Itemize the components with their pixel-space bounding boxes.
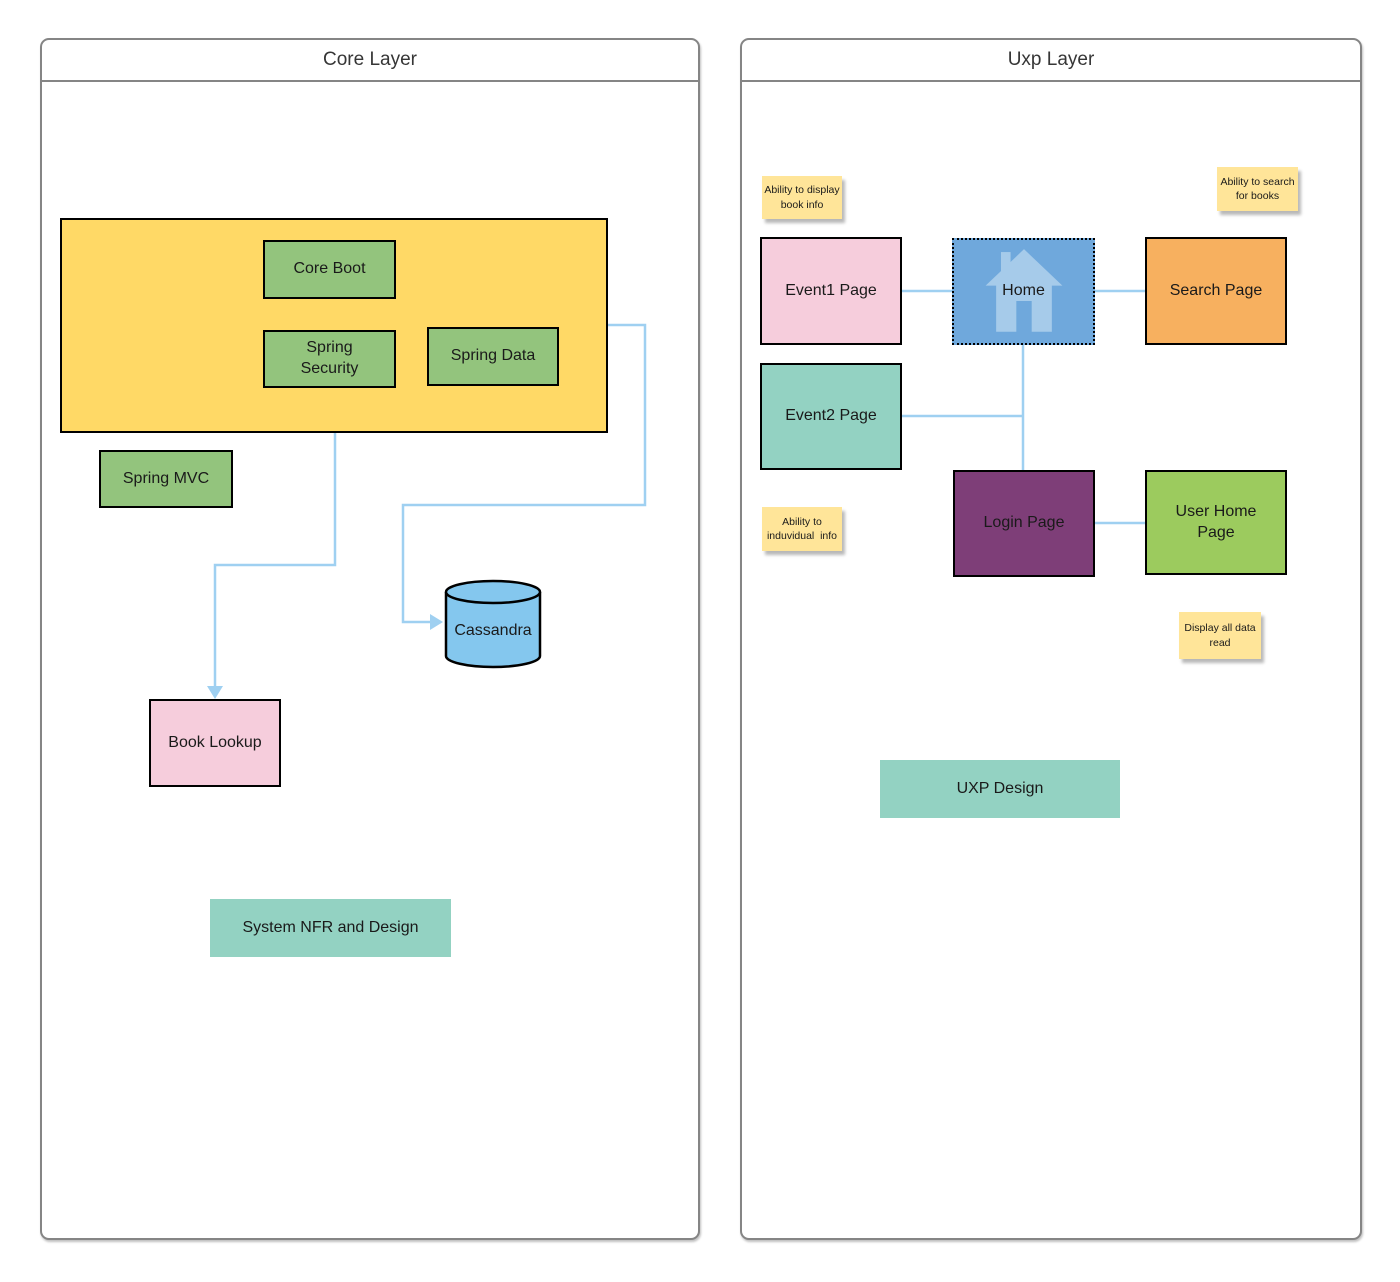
panel-core-layer-title: Core Layer — [323, 49, 417, 70]
node-spring-mvc-label: Spring MVC — [122, 469, 210, 487]
node-home[interactable]: Home — [952, 238, 1095, 345]
node-spring-data[interactable]: Spring Data — [427, 327, 559, 386]
node-spring-security[interactable]: Spring Security — [263, 330, 396, 388]
node-system-nfr-design[interactable]: System NFR and Design — [210, 899, 451, 957]
node-core-boot-label: Core Boot — [293, 260, 366, 278]
node-uxp-design[interactable]: UXP Design — [880, 760, 1120, 818]
node-home-label: Home — [1002, 282, 1045, 300]
sticky-display-all-data-read-text: Display all data read — [1184, 622, 1259, 649]
node-event2-page-label: Event2 Page — [785, 407, 877, 425]
sticky-display-book-info[interactable]: Ability to display book info — [762, 176, 842, 219]
node-login-page-label: Login Page — [983, 514, 1065, 532]
node-spring-security-label: Spring Security — [300, 339, 359, 377]
node-search-page[interactable]: Search Page — [1145, 237, 1287, 345]
node-cassandra-label: Cassandra — [454, 621, 532, 639]
sticky-induvidual-info[interactable]: Ability to induvidual info — [762, 507, 842, 551]
home-house-icon — [975, 241, 1073, 342]
node-login-page[interactable]: Login Page — [953, 470, 1095, 577]
sticky-display-all-data-read[interactable]: Display all data read — [1179, 612, 1261, 659]
node-book-lookup[interactable]: Book Lookup — [149, 699, 281, 787]
database-cylinder-icon — [444, 579, 542, 669]
node-spring-data-label: Spring Data — [450, 347, 536, 365]
node-cassandra-database[interactable]: Cassandra — [443, 578, 543, 670]
node-uxp-design-label: UXP Design — [956, 779, 1044, 797]
node-core-boot[interactable]: Core Boot — [263, 240, 396, 299]
node-event2-page[interactable]: Event2 Page — [760, 363, 902, 470]
panel-core-layer-header: Core Layer — [42, 40, 698, 82]
node-search-page-label: Search Page — [1169, 281, 1263, 299]
node-book-lookup-label: Book Lookup — [168, 733, 262, 751]
sticky-search-for-books[interactable]: Ability to search for books — [1217, 167, 1298, 211]
node-user-home-page[interactable]: User Home Page — [1145, 470, 1287, 575]
sticky-search-for-books-text: Ability to search for books — [1220, 175, 1298, 202]
node-event1-page[interactable]: Event1 Page — [760, 237, 902, 345]
node-user-home-page-label: User Home Page — [1175, 502, 1257, 541]
sticky-induvidual-info-text: Ability to induvidual info — [766, 515, 838, 542]
node-event1-page-label: Event1 Page — [785, 281, 877, 299]
sticky-display-book-info-text: Ability to display book info — [764, 184, 843, 211]
panel-uxp-layer-header: Uxp Layer — [742, 40, 1360, 82]
panel-uxp-layer-title: Uxp Layer — [1007, 49, 1095, 70]
node-system-nfr-design-label: System NFR and Design — [242, 918, 419, 936]
node-spring-mvc[interactable]: Spring MVC — [99, 450, 233, 508]
